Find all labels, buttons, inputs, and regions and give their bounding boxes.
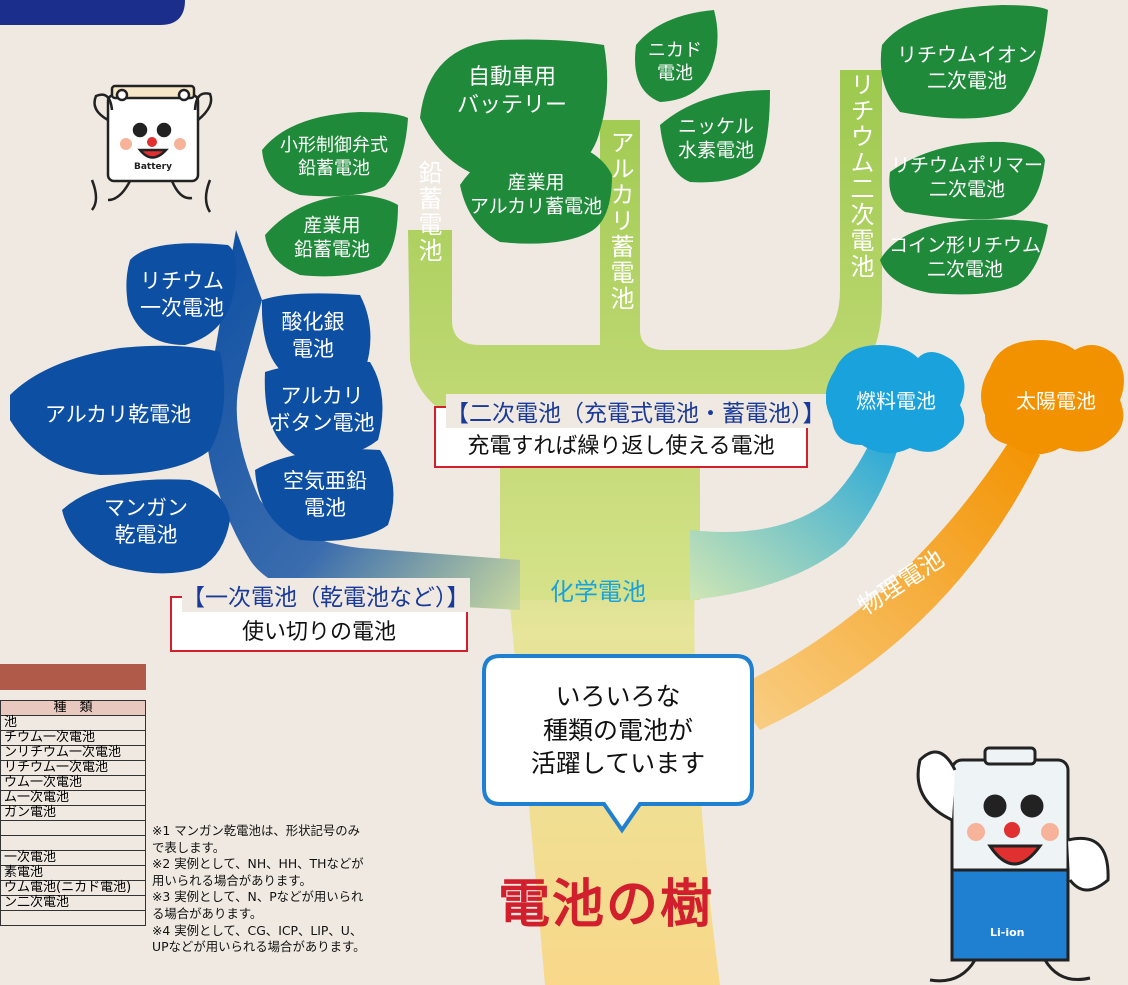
table-row: ン二次電池 [0,895,146,911]
footnotes: ※1 マンガン乾電池は、形状記号のみで表します。 ※2 実例として、NH、HH、… [152,823,366,955]
table-row: ウム電池(ニカド電池) [0,880,146,896]
table-cell: 一次電池 [0,850,146,866]
secondary-battery-desc: 充電すれば繰り返し使える電池 [467,434,775,459]
leaf-alkaline-button [264,361,383,459]
leaf-label-nicad: ニカド 電池 [648,39,702,84]
leaf-label-li-ion: リチウムイオン 二次電池 [897,42,1037,92]
leaf-ind-alkaline [460,140,612,244]
table-row: 池 [0,715,146,731]
branch-label-alkaline: アルカリ蓄電池 [606,130,634,312]
table-row: チウム一次電池 [0,730,146,746]
leaf-label-silver-oxide: 酸化銀 電池 [281,310,345,361]
table-row [0,820,146,836]
leaf-nimh [660,90,770,183]
speech-bubble [482,654,754,834]
fuel-branch [690,420,905,600]
secondary-battery-heading: 【二次電池（充電式電池・蓄電池）】 [446,394,826,428]
branch-label-lead: 鉛蓄電池 [414,160,442,264]
table-cell: ン二次電池 [0,895,146,911]
leaf-li-primary [126,243,237,345]
leaf-label-manganese: マンガン 乾電池 [104,496,188,547]
leaf-label-alkaline-button: アルカリ ボタン電池 [269,384,375,435]
leaf-label-zinc-air: 空気亜鉛 電池 [283,469,367,520]
battery-kinds-table: 種 類 池 チウム一次電池 ンリチウム一次電池 リチウム一次電池 ウム一次電池 … [0,700,146,926]
leaf-silver-oxide [261,293,371,383]
liion-character-label: Li-ion [990,926,1025,939]
leaf-label-nimh: ニッケル 水素電池 [677,115,755,162]
branch-label-lithium2: リチウム二次電池 [846,72,874,280]
leaf-li-polymer [889,141,1045,220]
table-cell: ンリチウム一次電池 [0,745,146,761]
table-row: 一次電池 [0,850,146,866]
primary-branch [205,230,521,610]
battery-character-small [90,84,213,213]
page-title: 電池の樹 [498,875,715,935]
table-title-bar [0,664,146,690]
table-row: ンリチウム一次電池 [0,745,146,761]
table-row: 素電池 [0,865,146,881]
green-leaves [262,5,1048,295]
leaf-label-car-battery: 自動車用 バッテリー [456,64,568,118]
section-tab [0,0,185,25]
table-cell: ガン電池 [0,805,146,821]
table-cell: ウム電池(ニカド電池) [0,880,146,896]
battery-character-large [916,746,1110,983]
table-cell: リチウム一次電池 [0,760,146,776]
solar-cell-label: 太陽電池 [1016,389,1096,414]
leaf-label-alkaline-dry: アルカリ乾電池 [44,402,192,427]
leaf-small-vrla [262,112,408,197]
table-cell: ム一次電池 [0,790,146,806]
leaf-ind-lead [265,195,398,277]
leaf-zinc-air [255,449,394,541]
leaf-label-li-primary: リチウム 一次電池 [140,269,224,320]
physical-branch [730,440,1040,730]
table-header-row: 種 類 [0,700,146,716]
table-row [0,910,146,926]
chemical-battery-label: 化学電池 [550,578,646,606]
solar-cell-cloud [981,340,1124,455]
table-row [0,835,146,851]
leaf-label-ind-alkaline: 産業用 アルカリ蓄電池 [469,171,603,218]
fuel-cell-label: 燃料電池 [856,389,936,414]
table-cell [0,910,146,926]
fuel-cell-cloud [825,345,965,454]
table-cell: 池 [0,715,146,731]
table-cell [0,835,146,851]
table-row: リチウム一次電池 [0,760,146,776]
leaf-label-li-polymer: リチウムポリマー 二次電池 [890,154,1044,201]
primary-battery-heading: 【一次電池（乾電池など）】 [182,578,470,612]
leaf-label-small-vrla: 小形制御弁式 鉛蓄電池 [280,134,388,179]
table-cell [0,820,146,836]
table-cell: チウム一次電池 [0,730,146,746]
speech-bubble-text: いろいろな 種類の電池が 活躍しています [530,681,706,778]
primary-battery-desc: 使い切りの電池 [241,620,396,645]
leaf-nicad [635,10,718,102]
table-row: ガン電池 [0,805,146,821]
leaf-label-coin-li: コイン形リチウム 二次電池 [888,234,1042,281]
leaf-manganese [62,479,230,574]
leaf-alkaline-dry [10,345,225,475]
blue-leaves [10,243,394,574]
table-cell: ウム一次電池 [0,775,146,791]
table-row: ム一次電池 [0,790,146,806]
table-row: ウム一次電池 [0,775,146,791]
leaf-label-ind-lead: 産業用 鉛蓄電池 [293,214,371,261]
table-header: 種 類 [0,700,146,716]
battery-character-label: Battery [134,162,172,172]
leaf-coin-li [880,219,1048,295]
table-cell: 素電池 [0,865,146,881]
leaf-li-ion [880,5,1048,119]
